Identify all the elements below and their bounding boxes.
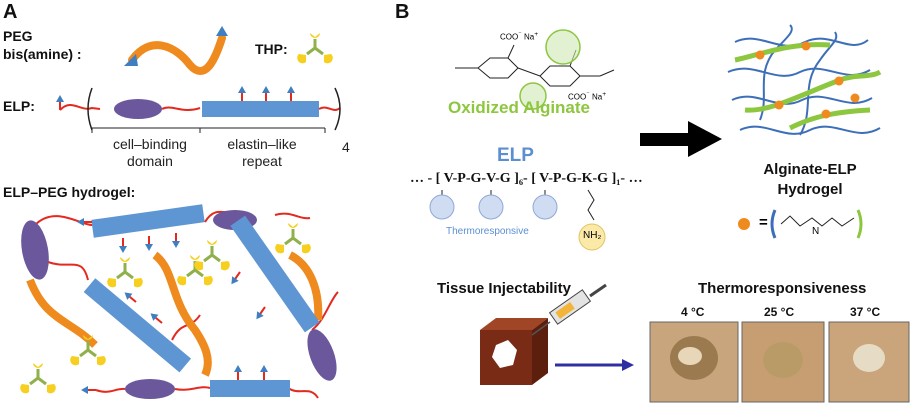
thp-molecule: [295, 31, 335, 65]
na-text-2: Na: [591, 92, 603, 102]
elp-title: ELP: [497, 145, 534, 166]
equals-sign: =: [759, 214, 768, 231]
thermoresponsive-label: Thermoresponsive: [446, 226, 529, 237]
na-text-1: Na: [523, 32, 535, 42]
cell-binding-line1: cell–binding: [113, 136, 187, 152]
coo-text-1: COO: [500, 32, 519, 42]
elp-strand: [55, 85, 341, 133]
hydrogel-photo-4c: [649, 321, 739, 403]
temp-label-4c: 4 °C: [681, 305, 705, 319]
coo-na-label-1: COO⁻ Na+: [500, 31, 539, 42]
hydrogel-photo-37c: [828, 321, 910, 403]
coo-na-label-2: COO⁻ Na+: [568, 91, 607, 102]
alginate-elp-hydrogel-title: Alginate-ELP Hydrogel: [760, 160, 860, 200]
coo-text-2: COO: [568, 92, 587, 102]
elastin-line1: elastin–like: [227, 136, 297, 152]
alginate-elp-line2: Hydrogel: [777, 181, 843, 198]
elp-label: ELP:: [3, 98, 35, 114]
cell-binding-domain-label: cell–binding domain: [105, 136, 195, 170]
elp-sidechains: [441, 189, 595, 221]
temp-label-25c: 25 °C: [764, 305, 795, 319]
elastin-line2: repeat: [242, 153, 282, 169]
imine-legend: [738, 209, 863, 239]
peg-label-line1: PEG: [3, 28, 33, 44]
alginate-elp-network: [727, 24, 882, 136]
thermoresponsiveness-label: Thermoresponsiveness: [698, 280, 867, 297]
reaction-arrow: [640, 121, 722, 157]
syringe-injection: [480, 283, 607, 385]
alginate-elp-line1: Alginate-ELP: [763, 161, 857, 178]
repeat-count: 4: [342, 139, 350, 155]
elp-sequence: … - [ V-P-G-V-G ]₆- [ V-P-G-K-G ]₁- …: [410, 171, 643, 186]
peg-label-line2: bis(amine) :: [3, 46, 82, 62]
oxidized-alginate-structure: [455, 29, 615, 110]
temp-label-37c: 37 °C: [850, 305, 881, 319]
thp-label: THP:: [255, 41, 288, 57]
nh2-label: NH₂: [583, 230, 602, 241]
imine-n-label: N: [812, 226, 820, 237]
injection-arrow: [555, 359, 634, 371]
hydrogel-photo-25c: [741, 321, 825, 403]
hydrogel-label: ELP–PEG hydrogel:: [3, 184, 136, 200]
panel-b-letter: B: [395, 1, 410, 23]
elastin-repeat-label: elastin–like repeat: [212, 136, 312, 170]
valine-circles: [429, 194, 606, 251]
peg-molecule: [124, 26, 228, 75]
panel-a-letter: A: [3, 1, 18, 23]
oxidized-alginate-label: Oxidized Alginate: [448, 98, 591, 117]
crosslink-dots: [755, 41, 860, 119]
elp-peg-hydrogel-network: [18, 204, 339, 399]
cell-binding-line2: domain: [127, 153, 173, 169]
tissue-injectability-label: Tissue Injectability: [437, 280, 571, 297]
